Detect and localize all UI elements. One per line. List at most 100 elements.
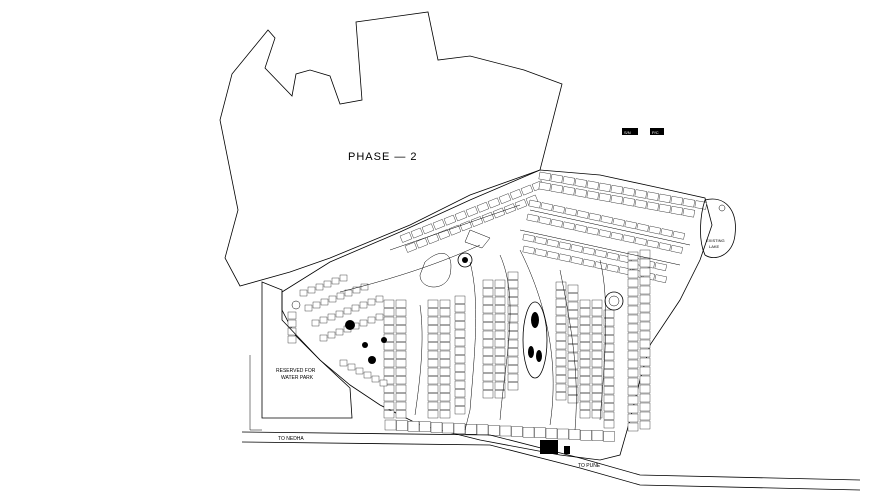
plot <box>557 428 569 440</box>
plot <box>432 219 446 230</box>
plot <box>591 384 603 393</box>
plot <box>603 431 615 442</box>
plot <box>335 328 344 336</box>
plot <box>494 347 506 356</box>
plot <box>494 322 506 331</box>
plot <box>427 410 439 419</box>
plot <box>591 367 603 376</box>
plot <box>507 297 519 306</box>
plot <box>610 231 623 241</box>
plot <box>395 342 407 351</box>
plot <box>395 333 407 342</box>
plot <box>639 366 651 376</box>
plot <box>327 331 336 339</box>
plot <box>507 365 519 374</box>
plot <box>363 371 372 379</box>
phase-label: PHASE — 2 <box>348 151 418 163</box>
plot <box>567 293 579 302</box>
plot <box>476 201 490 213</box>
plot <box>454 380 466 389</box>
plot <box>654 262 667 271</box>
plot <box>591 376 603 385</box>
plot <box>482 313 494 322</box>
plot <box>371 375 380 383</box>
plot <box>627 332 639 342</box>
existing-lake: EXISTING LAKE <box>700 198 736 259</box>
plot <box>610 184 624 195</box>
plot <box>522 427 535 438</box>
plot <box>627 395 639 405</box>
plot <box>312 301 321 309</box>
plot <box>639 420 651 430</box>
plot <box>627 287 639 297</box>
plot <box>439 316 451 325</box>
plot <box>494 330 506 339</box>
plot <box>579 401 591 410</box>
plot <box>639 339 651 349</box>
plot <box>603 369 615 378</box>
plot <box>476 424 489 435</box>
plot <box>639 267 651 277</box>
plot <box>622 234 635 244</box>
plot <box>454 304 466 313</box>
plot <box>670 244 683 254</box>
plot <box>459 220 473 232</box>
plot <box>383 316 395 325</box>
roundabout <box>604 291 624 311</box>
main-road: TO NEDHA TO PUNE <box>241 431 861 491</box>
plot <box>439 393 451 402</box>
plot <box>603 335 615 344</box>
plot <box>603 403 615 412</box>
plot <box>482 373 494 382</box>
plot <box>550 173 564 184</box>
plot <box>598 192 612 203</box>
plot <box>395 325 407 334</box>
plot <box>552 204 565 214</box>
plot <box>627 413 639 423</box>
plot <box>538 171 552 182</box>
plot <box>399 232 413 243</box>
plot <box>439 342 451 351</box>
plot <box>344 289 353 297</box>
plot <box>343 307 352 315</box>
plot <box>627 341 639 351</box>
plot <box>627 386 639 396</box>
plot <box>540 202 553 211</box>
plot <box>439 333 451 342</box>
plot <box>367 298 376 306</box>
plot <box>627 422 639 432</box>
plot <box>509 189 523 200</box>
plot <box>395 359 407 368</box>
plot <box>442 422 454 434</box>
plot <box>591 430 604 441</box>
plot <box>384 419 397 431</box>
plot <box>494 296 506 305</box>
plot <box>579 384 591 393</box>
plot <box>507 322 519 331</box>
plot <box>522 245 535 255</box>
plot <box>339 359 348 367</box>
plot <box>603 411 615 420</box>
plot <box>383 325 395 334</box>
plot <box>627 404 639 414</box>
plot <box>383 299 395 308</box>
plot <box>598 229 611 238</box>
plot <box>591 299 603 308</box>
plot <box>606 251 619 261</box>
plot <box>658 193 672 204</box>
plot <box>586 190 600 200</box>
lake-label-1: EXISTING <box>706 238 725 243</box>
plot <box>624 220 637 230</box>
plot <box>603 326 615 335</box>
plot <box>439 299 451 308</box>
plot <box>454 210 468 222</box>
plot <box>404 242 418 253</box>
plot <box>658 203 672 214</box>
plot <box>383 342 395 351</box>
plot <box>454 312 466 321</box>
plot <box>419 421 431 432</box>
plot <box>555 281 567 290</box>
plot <box>427 325 439 334</box>
plot <box>627 368 639 378</box>
